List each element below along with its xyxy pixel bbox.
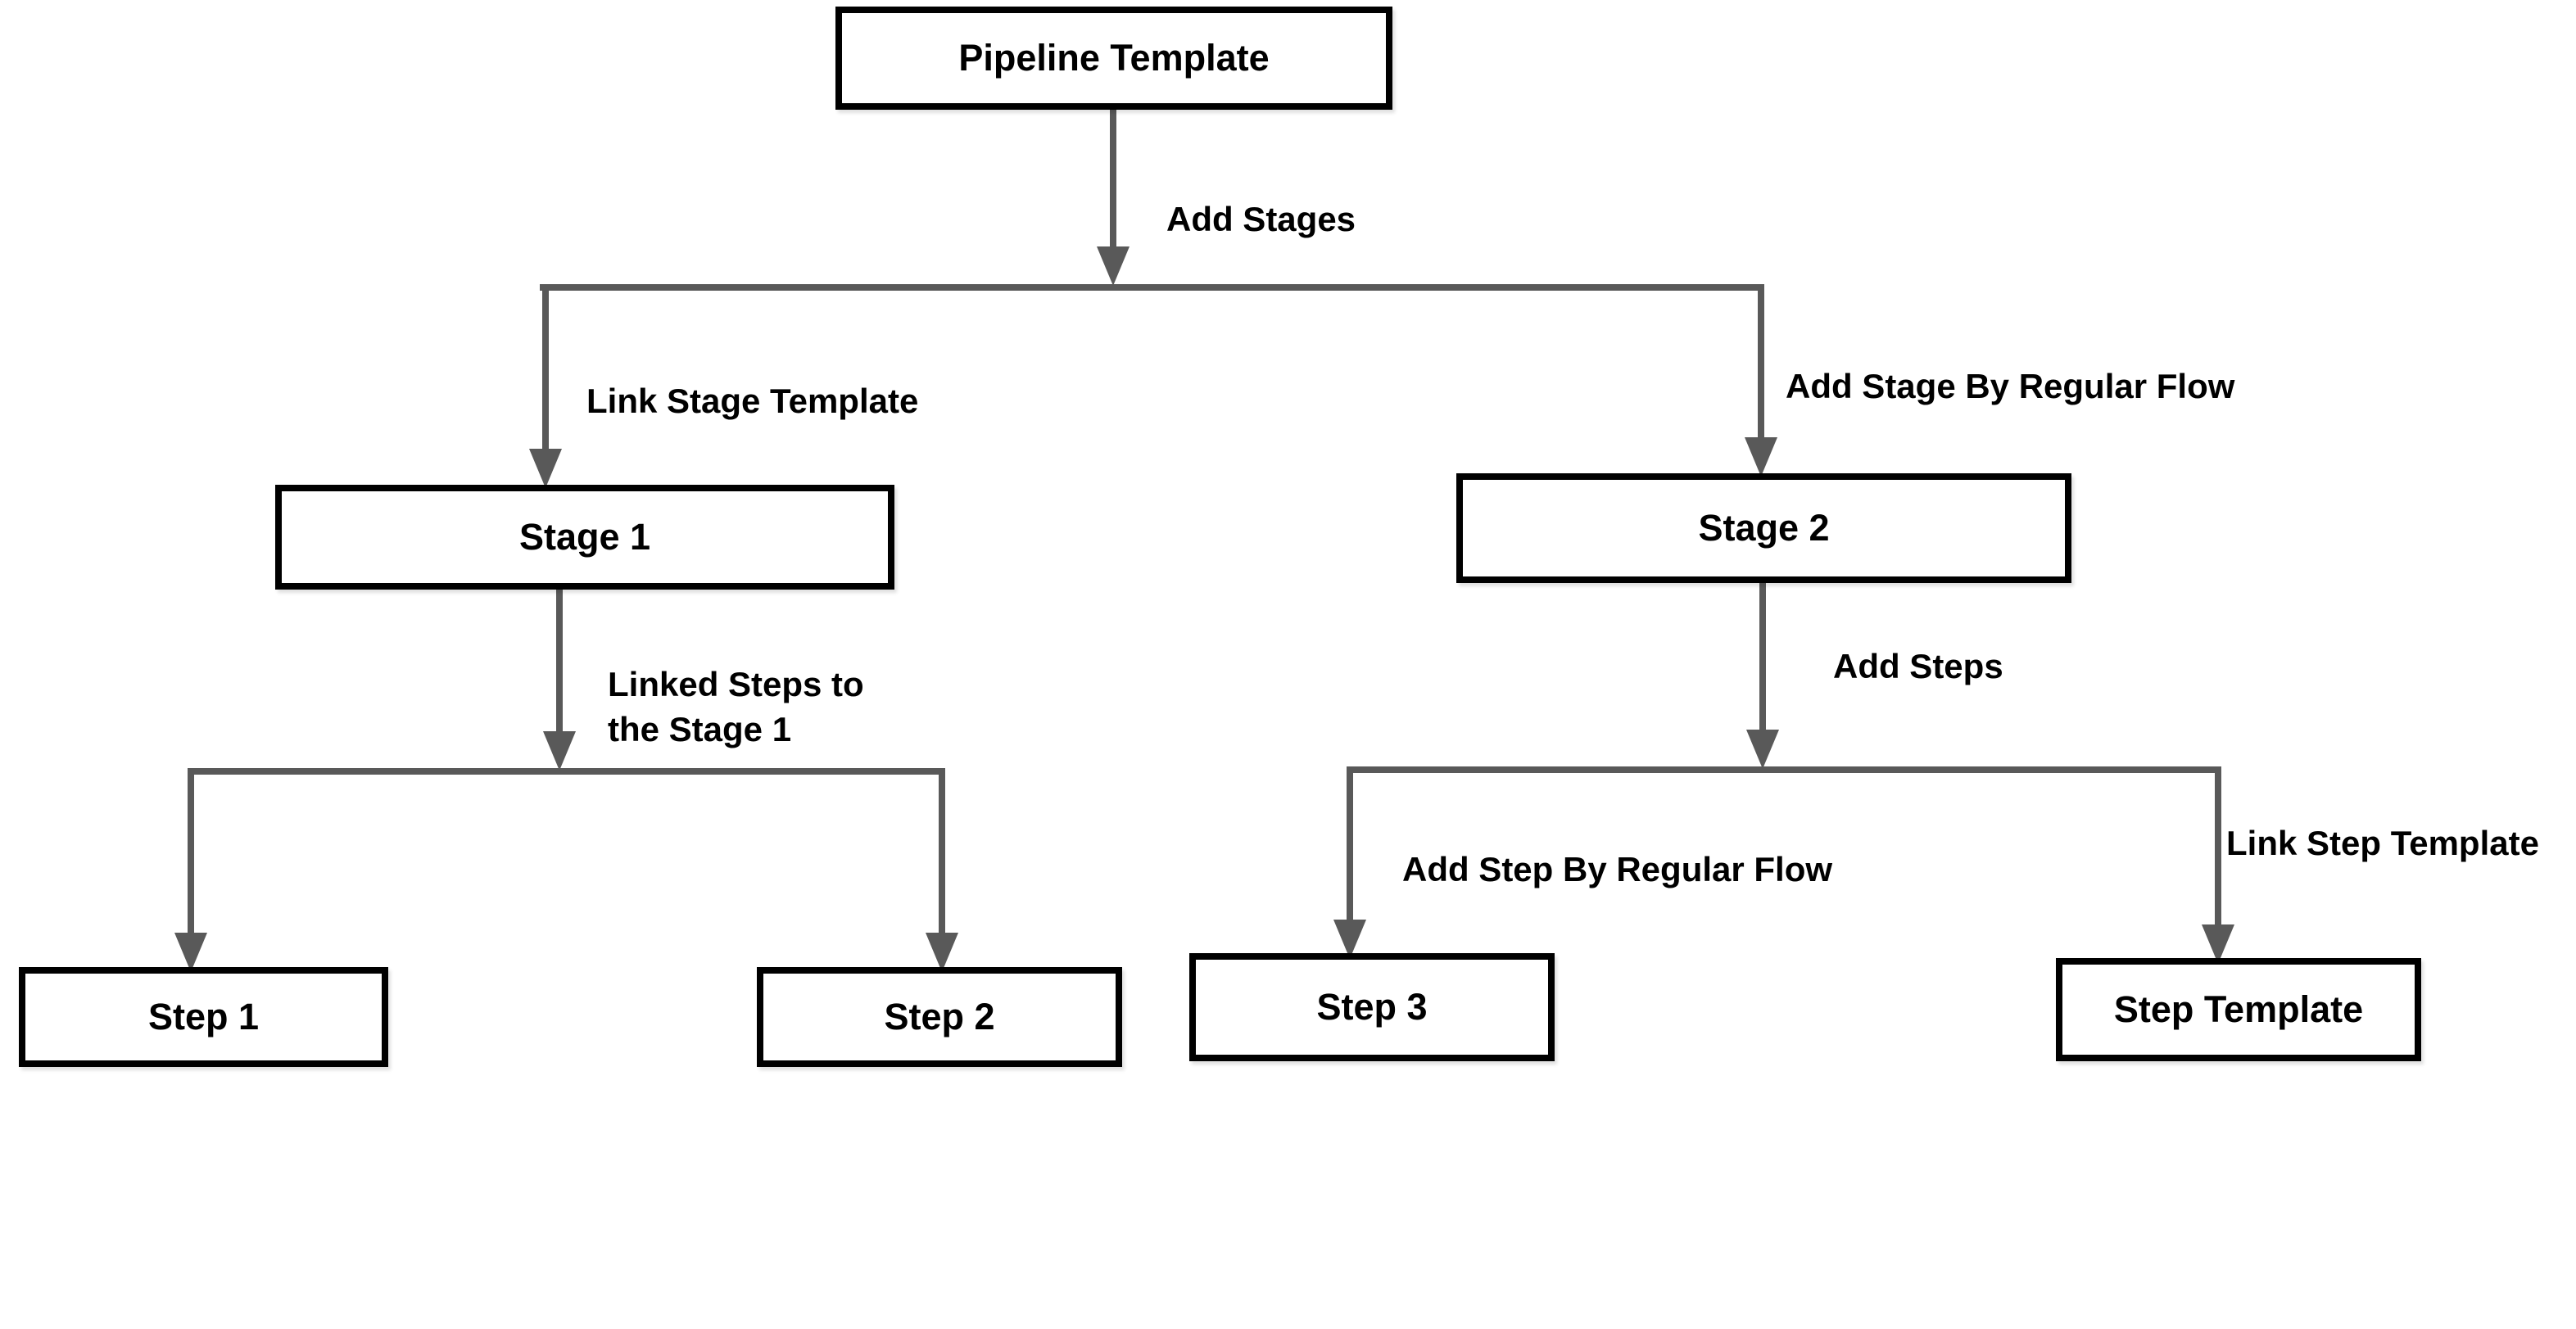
node-step-2: Step 2 (757, 967, 1122, 1067)
arrowhead-stage2-icon (1745, 437, 1777, 477)
node-stage-1: Stage 1 (275, 485, 894, 590)
edge-label-linked-steps-to-the-stage-1: Linked Steps to the Stage 1 (608, 665, 864, 748)
edge-label-link-stage-template: Link Stage Template (586, 382, 919, 420)
node-step-template: Step Template (2056, 958, 2421, 1061)
edge-label-add-step-by-regular-flow: Add Step By Regular Flow (1402, 850, 1833, 888)
arrowhead-stage1-branch-icon (543, 731, 576, 771)
node-stage-1-label: Stage 1 (518, 516, 651, 558)
node-step-1: Step 1 (19, 967, 388, 1067)
arrowhead-stage1-icon (529, 449, 562, 488)
arrowhead-branch-icon (1097, 246, 1130, 286)
arrowhead-step2-icon (926, 933, 958, 972)
node-step-2-label: Step 2 (884, 996, 995, 1037)
node-step-3-label: Step 3 (1316, 986, 1428, 1028)
edge-label-link-step-template: Link Step Template (2226, 824, 2539, 862)
node-stage-2-label: Stage 2 (1698, 507, 1830, 549)
node-pipeline-template: Pipeline Template (835, 7, 1392, 110)
node-stage-2: Stage 2 (1456, 473, 2071, 583)
edge-label-add-steps: Add Steps (1833, 647, 2003, 685)
node-step-3: Step 3 (1189, 953, 1555, 1061)
arrowhead-step-template-icon (2202, 924, 2234, 964)
node-pipeline-template-label: Pipeline Template (958, 37, 1270, 79)
arrowhead-step1-icon (174, 933, 207, 972)
node-step-template-label: Step Template (2113, 988, 2364, 1030)
edge-label-add-stage-by-regular-flow: Add Stage By Regular Flow (1786, 367, 2235, 405)
arrowhead-step3-icon (1333, 920, 1366, 959)
arrowhead-stage2-branch-icon (1746, 730, 1779, 769)
node-step-1-label: Step 1 (147, 996, 260, 1037)
edge-label-add-stages: Add Stages (1166, 200, 1356, 238)
